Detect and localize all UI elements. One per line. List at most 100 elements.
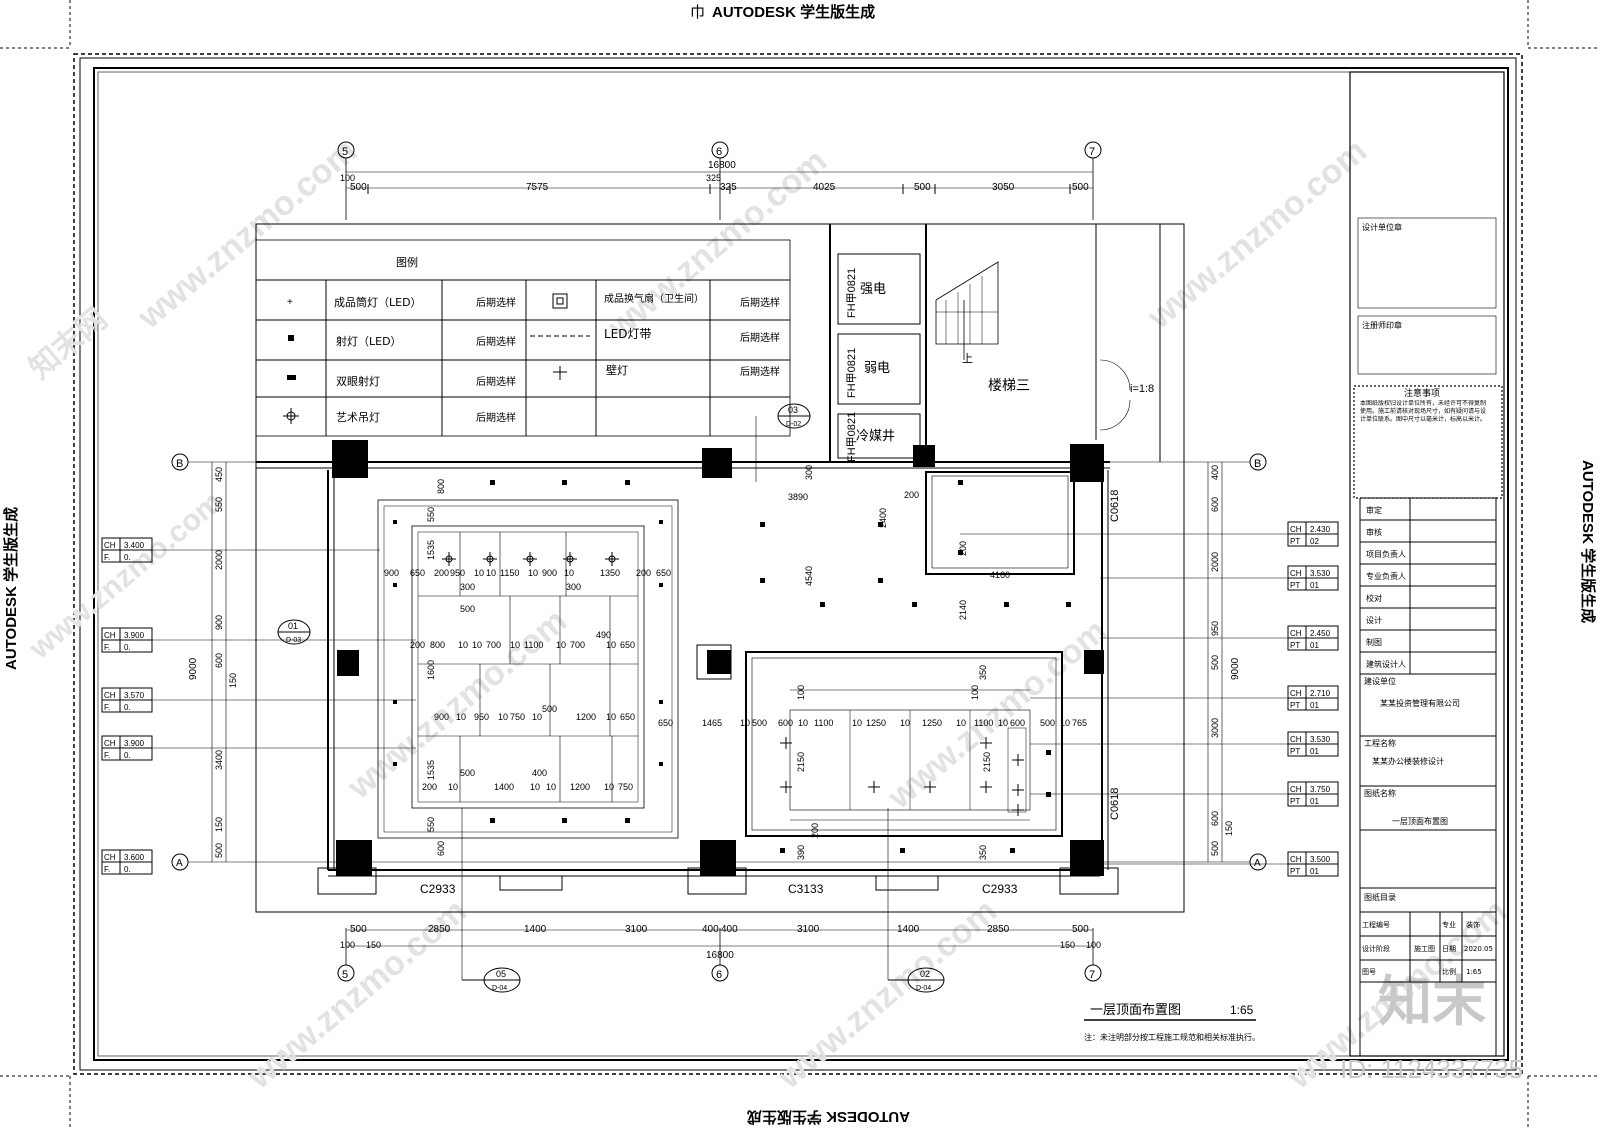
spot-mark: [490, 480, 495, 485]
inner-dim: 10: [852, 718, 862, 728]
tb-row-label: 项目负责人: [1366, 549, 1406, 559]
watermark-brand: 知末网: [23, 302, 113, 385]
inner-dim: 200: [422, 782, 437, 792]
inner-dim: 550: [426, 817, 436, 832]
dim-left: 150: [228, 673, 238, 688]
inner-dim: 600: [1010, 718, 1025, 728]
inner-dim: 900: [542, 568, 557, 578]
level-tag-value: 3.900: [124, 739, 145, 748]
inner-dim: 900: [434, 712, 449, 722]
level-tag-label: CH: [1290, 569, 1302, 578]
axis-b-right: B: [1254, 458, 1261, 470]
legend-note: 后期选样: [476, 335, 516, 348]
tb-cell: 日期: [1442, 945, 1456, 953]
inner-dim: 1350: [600, 568, 620, 578]
watermark-site: www.znzmo.com: [770, 892, 1004, 1097]
tb-label: 注册师印章: [1362, 320, 1402, 330]
inner-dim: 650: [410, 568, 425, 578]
tb-cell: 图号: [1362, 968, 1376, 976]
level-tag-value: 02: [1310, 537, 1319, 546]
side-dimensions: 9000 450 550 2000 900 600 150 3400 150 5…: [188, 462, 1241, 862]
inner-dim: 1100: [524, 640, 543, 650]
inner-dim: 950: [474, 712, 489, 722]
spot-mark: [958, 550, 963, 555]
tb-drawing-label: 图纸名称: [1364, 788, 1396, 798]
dim-top: 500: [350, 182, 367, 193]
level-tag-label: CH: [1290, 689, 1302, 698]
inner-dim: 10: [528, 568, 538, 578]
tb-cell: 装饰: [1466, 920, 1480, 929]
inner-dim: 10: [900, 718, 910, 728]
level-tag-label: PT: [1290, 537, 1300, 546]
dim-bottom: 3100: [797, 924, 820, 935]
inner-dim: 1535: [426, 760, 436, 780]
spot-mark: [900, 848, 905, 853]
level-tag-value: 3.500: [1310, 855, 1331, 864]
downlight-mark: [393, 700, 397, 704]
inner-dim: 300: [460, 582, 475, 592]
shaft-name: 弱电: [864, 361, 890, 376]
inner-dim: 10: [956, 718, 966, 728]
spot-mark: [912, 602, 917, 607]
inner-dim: 10: [1060, 718, 1070, 728]
tb-cell: 施工图: [1414, 944, 1435, 953]
level-tag-label: PT: [1290, 701, 1300, 710]
inner-dim: 4540: [804, 566, 814, 586]
dim-bottom: 400: [721, 924, 738, 935]
level-tag-value: 3.530: [1310, 735, 1331, 744]
legend-name: 成品筒灯（LED）: [334, 295, 422, 309]
inner-dim: 500: [542, 704, 557, 714]
inner-dim: 300: [804, 465, 814, 480]
dim-top-325: 325: [706, 173, 721, 183]
dim-bottom-small: 100: [1086, 940, 1101, 950]
spot-mark: [625, 818, 630, 823]
core-area: FH甲0821 FH甲0821 FH甲0821 强电 弱电 冷媒井 上 楼梯三 …: [829, 224, 1161, 820]
axis-7-top: 7: [1089, 146, 1095, 158]
dim-top: 500: [914, 182, 931, 193]
level-tag-value: 0.: [124, 703, 131, 712]
inner-dim: 700: [570, 640, 585, 650]
level-tag-label: CH: [1290, 785, 1302, 794]
inner-dim: 10: [458, 640, 468, 650]
tb-row-label: 制图: [1366, 637, 1382, 647]
legend-note: 后期选样: [476, 375, 516, 388]
inner-dim: 1400: [494, 782, 514, 792]
watermarks: www.znzmo.com www.znzmo.com www.znzmo.co…: [23, 132, 1524, 1097]
spot-mark: [1046, 792, 1051, 797]
inner-dim: 500: [752, 718, 767, 728]
watermark-site: www.znzmo.com: [240, 892, 474, 1097]
inner-dims-right: 650 1465 10 500 600 10 1100 10 1250 10 1…: [658, 465, 1087, 860]
tb-notes-title: 注意事项: [1404, 387, 1440, 399]
wall-lamp-symbol-icon: [553, 366, 567, 380]
inner-dim: 10: [740, 718, 750, 728]
dim-left: 900: [214, 615, 224, 630]
inner-dim: 500: [1040, 718, 1055, 728]
callout-sheet: D-04: [916, 985, 931, 992]
inner-dim: 1150: [500, 568, 519, 578]
inner-dim: 800: [430, 640, 445, 650]
inner-dim: 600: [436, 841, 446, 856]
inner-dim: 10: [532, 712, 542, 722]
level-tag-value: 3.570: [124, 691, 145, 700]
level-tag-value: 01: [1310, 641, 1319, 650]
inner-dim: 1200: [576, 712, 596, 722]
dim-top: 500: [1072, 182, 1089, 193]
inner-dim: 1250: [866, 718, 886, 728]
inner-dim: 200: [410, 640, 425, 650]
level-tag-value: 0.: [124, 553, 131, 562]
inner-dim: 765: [1072, 718, 1087, 728]
level-tag-value: 3.750: [1310, 785, 1331, 794]
slope-label: i=1:8: [1130, 383, 1154, 395]
level-tag-value: 3.900: [124, 631, 145, 640]
dim-right: 2000: [1210, 552, 1220, 572]
inner-dim: 800: [436, 479, 446, 494]
dim-top: 325: [720, 182, 737, 193]
dim-bottom: 2850: [428, 924, 451, 935]
inner-dim: 10: [530, 782, 540, 792]
axis-a-right: A: [1254, 858, 1261, 869]
inner-dim: 2140: [958, 600, 968, 620]
shaft-name: 强电: [860, 282, 886, 297]
stamp-logo: ⼱: [690, 3, 705, 21]
stamp-right: AUTODESK 学生版生成: [1579, 460, 1597, 623]
